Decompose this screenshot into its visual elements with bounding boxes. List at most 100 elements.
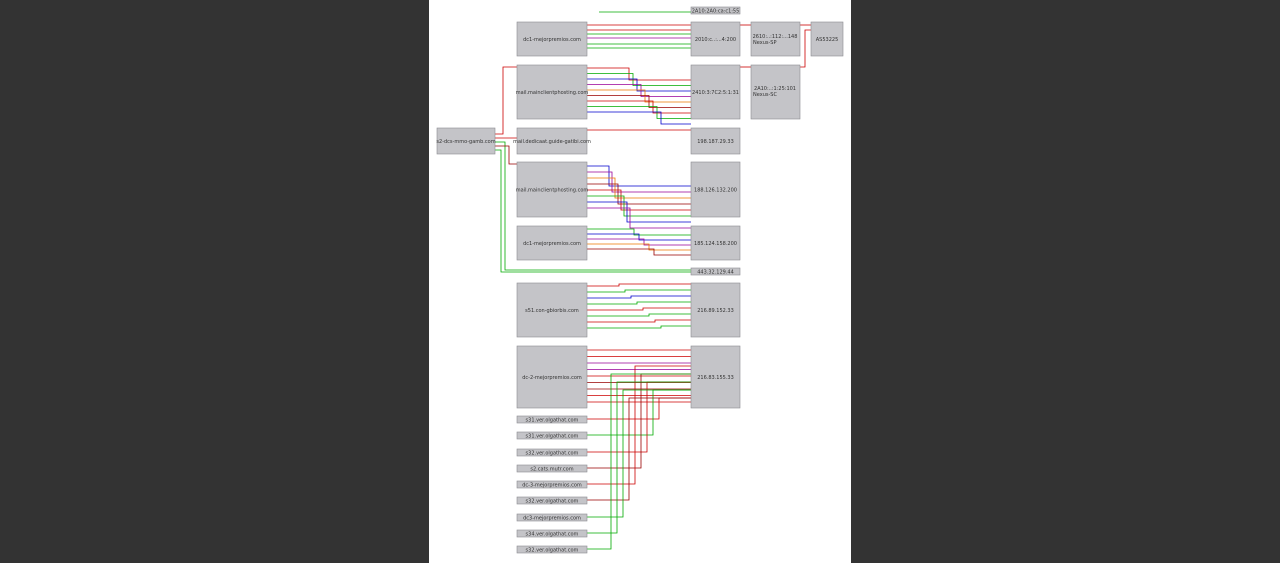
wire-s9-r8	[587, 373, 691, 550]
node-r5	[690, 225, 741, 261]
node-label-s4: s2.cats.mutr.com	[530, 466, 573, 472]
node-s5	[516, 480, 588, 489]
node-r1	[690, 21, 741, 57]
node-label-s8: s34.ver.olgathat.com	[526, 531, 579, 537]
wire-n4-r4-0	[587, 165, 691, 187]
node-n7	[516, 345, 588, 409]
node-r8	[690, 345, 741, 409]
node-label-n3: mail.dedicaat.guide-gatibi.com	[513, 139, 591, 145]
node-label-s3: s32.ver.olgathat.com	[526, 450, 579, 456]
wire-hub-n2	[495, 66, 517, 135]
wire-hub-n4	[495, 145, 517, 165]
node-label-s5: dc-3-mejorpremios.com	[522, 482, 582, 488]
wire-n2-r2-2	[587, 78, 691, 92]
node-r7	[690, 282, 741, 338]
node-s7	[516, 513, 588, 522]
wire-n4-r4-3	[587, 183, 691, 205]
node-label-n2: mail.mainclientphosting.com	[516, 90, 589, 96]
network-diagram: s2-dcs-mmo-gamb.com dc1-mejorpremios.com m…	[436, 6, 844, 554]
node-r6	[690, 267, 741, 276]
wire-n2-r2-5	[587, 95, 691, 108]
wire-n2-r2-1	[587, 73, 691, 86]
wire-n6-r7-1	[587, 289, 691, 293]
node-label-r7: 216.89.152.33	[697, 308, 734, 314]
node-label-r6: 443.32.129.44	[697, 269, 734, 275]
wire-n6-r7-4	[587, 307, 691, 311]
node-n-left	[436, 127, 496, 155]
node-label-f1: 2610:..:112:...148	[753, 34, 798, 40]
node-label-n5: dc1-mejorpremios.com	[523, 241, 581, 247]
wire-hub-r6	[495, 141, 691, 271]
wire-n4-r4-6	[587, 201, 691, 223]
node-label-n4: mail.mainclientphosting.com	[516, 187, 589, 193]
wire-s7-r8	[587, 389, 691, 518]
node-n6	[516, 282, 588, 338]
node-label-r1: 2010:c..:...4:200	[695, 37, 736, 43]
wire-n6-r7-0	[587, 283, 691, 287]
node-label-g1: AS53225	[816, 37, 839, 43]
node-label-f2b: Nexus-SC	[753, 92, 777, 98]
wire-s8-r8	[587, 381, 691, 534]
node-label-r0: 2A10:2A0:ca:c1:55	[692, 8, 740, 14]
node-r0	[690, 6, 741, 15]
node-label-s1: s31.ver.olgathat.com	[526, 417, 579, 423]
node-label-s6: s32.ver.olgathat.com	[526, 498, 579, 504]
node-label-s2: s31.ver.olgathat.com	[526, 433, 579, 439]
node-f1	[750, 21, 801, 57]
wire-n6-r7-2	[587, 295, 691, 299]
node-s9	[516, 545, 588, 554]
node-s3	[516, 448, 588, 457]
node-label-f2: 2A10:..:1:25:101	[754, 86, 796, 92]
node-label-f1b: Nexus-SP	[753, 40, 776, 46]
node-s8	[516, 529, 588, 538]
node-n1	[516, 21, 588, 57]
wire-s2-r8	[587, 389, 691, 436]
wire-n5-r5-0	[587, 228, 691, 236]
node-n2	[516, 64, 588, 120]
node-n5	[516, 225, 588, 261]
wire-n4-r4-4	[587, 189, 691, 211]
wire-n4-r4-5	[587, 195, 691, 217]
node-r4	[690, 161, 741, 218]
wire-n5-r5-3	[587, 243, 691, 251]
wire-n2-r2-0	[587, 67, 691, 81]
node-label-r3: 198.187.29.33	[697, 139, 734, 145]
node-g1	[810, 21, 844, 57]
node-label-r8: 216.83.155.33	[697, 375, 734, 381]
node-label-s9: s32.ver.olgathat.com	[526, 547, 579, 553]
node-s4	[516, 464, 588, 473]
node-label-n7: dc-2-mejorpremios.com	[522, 375, 582, 381]
wire-n2-r2-6	[587, 100, 691, 114]
wire-n2-r2-4	[587, 89, 691, 103]
wire-n2-r2-3	[587, 84, 691, 97]
node-label-n6: s51.con-gbiorbis.com	[525, 308, 579, 314]
wire-hub-bus	[495, 149, 691, 273]
node-s6	[516, 496, 588, 505]
wire-n6-r7-6	[587, 319, 691, 323]
wire-s4-r8	[587, 373, 691, 469]
node-r3	[690, 127, 741, 155]
wire-n5-r5-2	[587, 238, 691, 246]
node-label-n1: dc1-mejorpremios.com	[523, 37, 581, 43]
node-s2	[516, 431, 588, 440]
wire-n4-r4-2	[587, 177, 691, 199]
wire-n5-r5-4	[587, 248, 691, 256]
node-f2	[750, 64, 801, 120]
diagram-page: s2-dcs-mmo-gamb.com dc1-mejorpremios.com m…	[429, 0, 851, 563]
node-label-n-left: s2-dcs-mmo-gamb.com	[436, 139, 495, 145]
wire-n2-r2-8	[587, 111, 691, 125]
node-label-r5: 185.124.158.200	[694, 241, 737, 247]
wire-s3-r8	[587, 381, 691, 453]
node-label-s7: dc3-mejorpremios.com	[523, 515, 581, 521]
wire-n6-r7-5	[587, 313, 691, 317]
node-s1	[516, 415, 588, 424]
wire-n5-r5-1	[587, 233, 691, 241]
wire-n6-r7-7	[587, 325, 691, 329]
node-label-r4: 188.126.132.200	[694, 187, 737, 193]
wire-s5-r8	[587, 365, 691, 485]
wire-n2-r2-7	[587, 106, 691, 119]
wire-n6-r7-3	[587, 301, 691, 305]
wire-f2-g1	[800, 29, 811, 68]
wire-n4-r4-7	[587, 207, 691, 229]
